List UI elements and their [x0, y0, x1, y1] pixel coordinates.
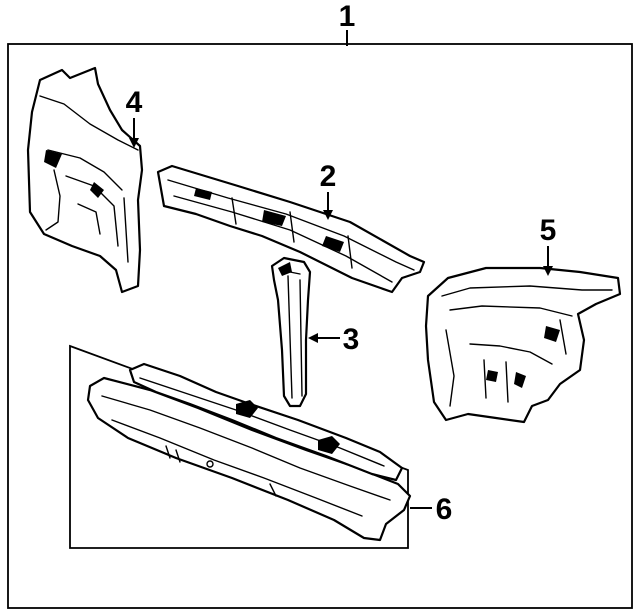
- upper-tie-bar[interactable]: [156, 164, 426, 294]
- leader-lines: [129, 30, 553, 509]
- callout-3: 3: [343, 323, 360, 356]
- callout-1: 1: [339, 0, 356, 33]
- lower-tie-bar[interactable]: [86, 362, 412, 542]
- callout-4: 4: [126, 86, 143, 119]
- right-side-panel[interactable]: [424, 266, 622, 424]
- callout-2: 2: [320, 160, 337, 193]
- callout-6: 6: [436, 493, 453, 526]
- left-side-panel[interactable]: [26, 66, 144, 294]
- assembly-frame: [7, 43, 633, 609]
- callout-5: 5: [540, 214, 557, 247]
- center-support[interactable]: [270, 256, 312, 408]
